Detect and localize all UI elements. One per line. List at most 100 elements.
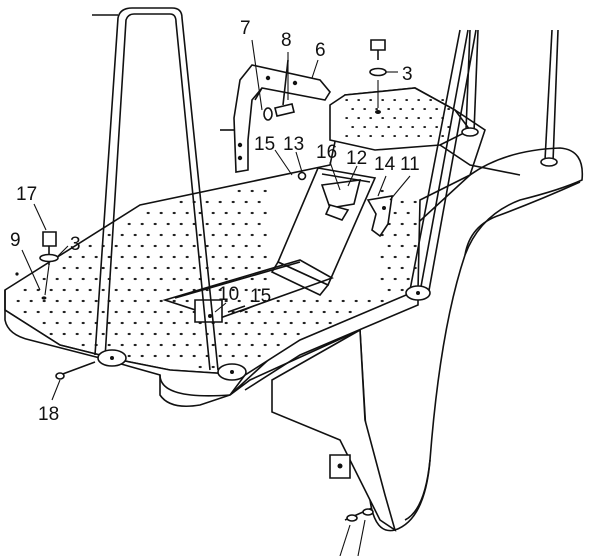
tread-dot bbox=[250, 343, 254, 347]
tread-dot bbox=[283, 332, 287, 336]
tread-dot bbox=[62, 310, 66, 314]
tread-dot bbox=[205, 200, 209, 204]
tread-dot bbox=[55, 299, 59, 303]
tread-dot bbox=[257, 332, 261, 336]
tread-dot bbox=[393, 233, 397, 237]
tread-dot bbox=[146, 277, 150, 281]
tread-dot bbox=[231, 200, 235, 204]
tread-dot bbox=[257, 222, 261, 226]
tread-dot bbox=[237, 299, 241, 303]
tread-dot bbox=[257, 244, 261, 248]
tread-dot bbox=[198, 343, 202, 347]
tread-dot bbox=[185, 233, 189, 237]
tread-dot bbox=[179, 310, 183, 314]
tread-dot bbox=[417, 117, 421, 119]
tread-dot bbox=[127, 266, 131, 270]
tread-dot bbox=[127, 354, 131, 358]
tread-dot bbox=[263, 211, 267, 215]
tread-dot bbox=[380, 277, 384, 281]
tread-dot bbox=[231, 222, 235, 226]
tread-dot bbox=[55, 321, 59, 325]
tread-dot bbox=[387, 108, 391, 110]
tread-dot bbox=[198, 365, 202, 369]
tread-dot bbox=[406, 233, 410, 237]
callout-10: 10 bbox=[218, 284, 239, 305]
tread-dot bbox=[335, 310, 339, 314]
tread-dot bbox=[159, 321, 163, 325]
tread-dot bbox=[198, 211, 202, 215]
tread-dot bbox=[393, 211, 397, 215]
tread-dot bbox=[328, 321, 332, 325]
tread-dot bbox=[244, 200, 248, 204]
tread-dot bbox=[36, 288, 40, 292]
tread-dot bbox=[341, 299, 345, 303]
tread-dot bbox=[328, 299, 332, 303]
tread-dot bbox=[363, 108, 367, 110]
tread-dot bbox=[296, 310, 300, 314]
tread-dot bbox=[351, 108, 355, 110]
tread-dot bbox=[179, 354, 183, 358]
tread-dot bbox=[406, 211, 410, 215]
tread-dot bbox=[411, 126, 415, 128]
tread-dot bbox=[250, 189, 254, 193]
tread-dot bbox=[153, 266, 157, 270]
tread-dot bbox=[231, 244, 235, 248]
tread-dot bbox=[94, 255, 98, 259]
tread-dot bbox=[393, 277, 397, 281]
tread-dot bbox=[224, 299, 228, 303]
callout-15-upper: 15 bbox=[254, 134, 275, 155]
callout-17: 17 bbox=[16, 184, 37, 205]
tread-dot bbox=[351, 126, 355, 128]
tread-dot bbox=[81, 343, 85, 347]
tread-dot bbox=[120, 343, 124, 347]
tread-dot bbox=[263, 343, 267, 347]
tread-dot bbox=[81, 321, 85, 325]
tread-dot bbox=[244, 354, 248, 358]
tread-dot bbox=[218, 288, 222, 292]
tread-dot bbox=[423, 126, 427, 128]
tread-dot bbox=[405, 117, 409, 119]
tread-dot bbox=[159, 233, 163, 237]
tread-dot bbox=[224, 233, 228, 237]
tread-dot bbox=[231, 332, 235, 336]
tread-dot bbox=[224, 321, 228, 325]
tread-dot bbox=[357, 117, 361, 119]
tread-dot bbox=[369, 135, 373, 137]
tread-dot bbox=[179, 222, 183, 226]
tread-dot bbox=[75, 332, 79, 336]
tread-dot bbox=[400, 266, 404, 270]
tread-dot bbox=[192, 332, 196, 336]
callout-18: 18 bbox=[38, 404, 59, 425]
tread-dot bbox=[224, 343, 228, 347]
tread-dot bbox=[42, 321, 46, 325]
tread-dot bbox=[400, 222, 404, 226]
tread-dot bbox=[140, 244, 144, 248]
tread-dot bbox=[114, 266, 118, 270]
tread-dot bbox=[257, 200, 261, 204]
tread-dot bbox=[127, 310, 131, 314]
tread-dot bbox=[289, 299, 293, 303]
tread-dot bbox=[357, 99, 361, 101]
callout-9: 9 bbox=[10, 230, 21, 251]
floor-platform bbox=[4, 87, 521, 408]
tread-dot bbox=[68, 277, 72, 281]
tread-dot bbox=[406, 277, 410, 281]
tread-dot bbox=[289, 321, 293, 325]
tread-dot bbox=[263, 255, 267, 259]
tread-dot bbox=[42, 299, 46, 303]
tread-dot bbox=[263, 233, 267, 237]
tread-dot bbox=[185, 299, 189, 303]
tread-dot bbox=[244, 332, 248, 336]
tread-dot bbox=[250, 233, 254, 237]
tread-dot bbox=[276, 343, 280, 347]
tread-dot bbox=[380, 299, 384, 303]
tread-dot bbox=[211, 233, 215, 237]
tread-dot bbox=[114, 244, 118, 248]
tread-dot bbox=[405, 99, 409, 101]
callout-15-lower: 15 bbox=[250, 286, 271, 307]
tread-dot bbox=[140, 222, 144, 226]
tread-dot bbox=[411, 108, 415, 110]
tread-dot bbox=[94, 277, 98, 281]
tread-dot bbox=[276, 321, 280, 325]
tread-dot bbox=[231, 288, 235, 292]
